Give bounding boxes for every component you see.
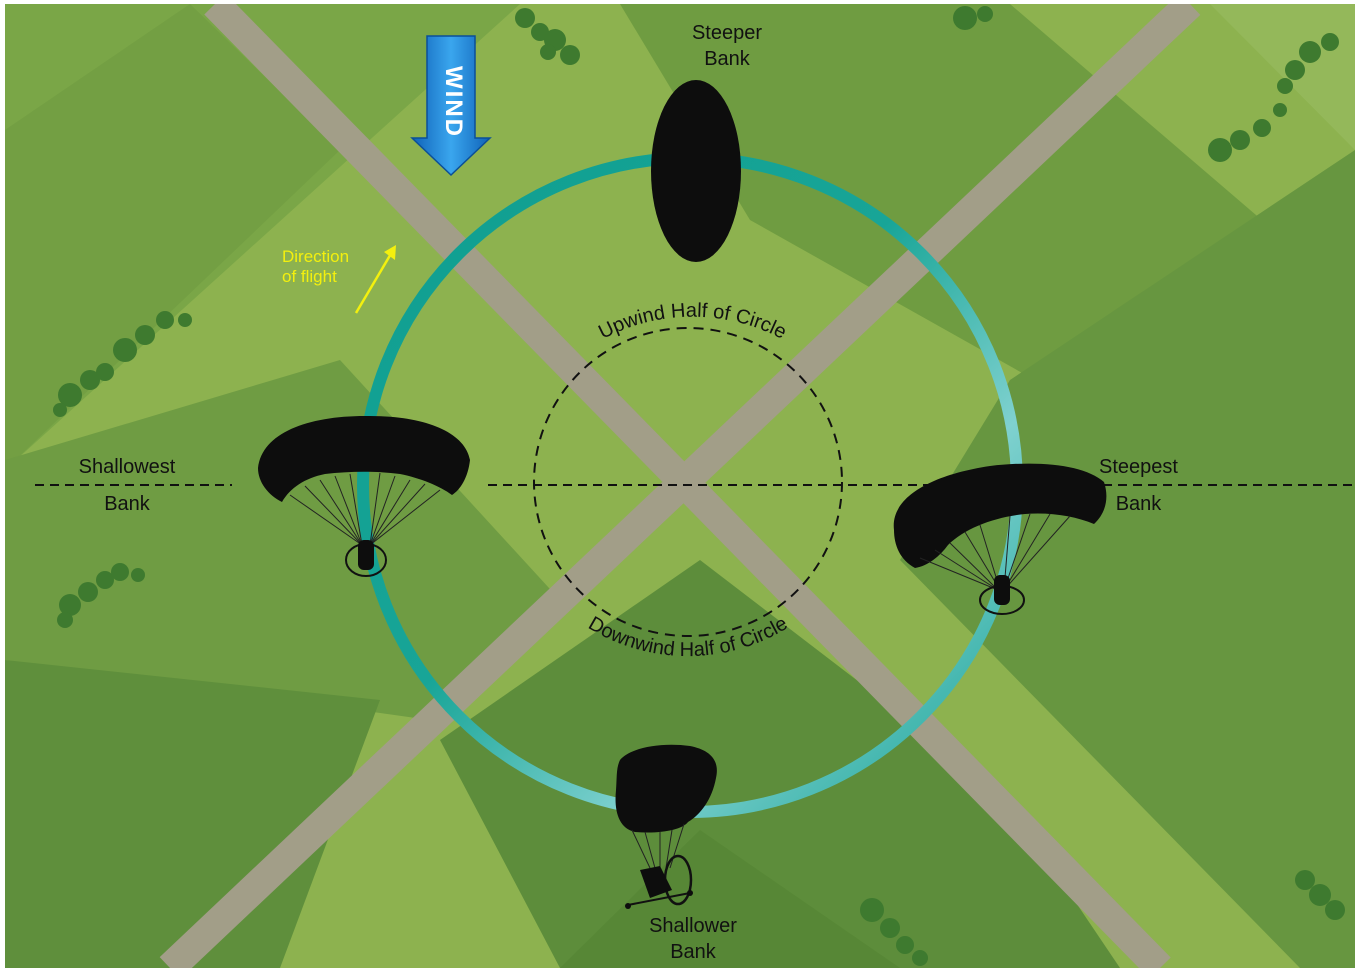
field-ne-corner (1210, 4, 1355, 150)
shallower-bank-paraglider-icon (615, 744, 717, 909)
field-nw-strip (5, 4, 340, 470)
shallowest-bank-line1: Shallowest (78, 456, 176, 478)
field-south-dark (560, 830, 900, 968)
shallowest-bank-line2: Bank (104, 493, 150, 515)
wind-label: WIND (440, 66, 467, 138)
shallower-bank-label: Shallower Bank (633, 913, 753, 965)
field-east (900, 150, 1355, 968)
steeper-bank-label: Steeper Bank (677, 20, 777, 72)
shallower-bank-line2: Bank (670, 941, 716, 963)
direction-of-flight-line2: of flight (282, 267, 337, 286)
steepest-bank-line1: Steepest (1099, 456, 1178, 478)
wind-arrow-icon: WIND (410, 35, 492, 177)
steepest-bank-paraglider-icon (893, 463, 1107, 615)
direction-of-flight-label: Direction of flight (282, 247, 349, 287)
direction-arrow-icon (354, 245, 396, 314)
field-sw (5, 660, 380, 968)
field-south (440, 560, 1120, 968)
shallowest-bank-paraglider-icon (258, 415, 470, 577)
steepest-bank-label: Steepest Bank (1081, 449, 1196, 523)
tree-clusters (53, 6, 1345, 966)
steeper-bank-line1: Steeper (691, 22, 763, 44)
road-ne-sw (159, 4, 1201, 968)
inner-dashed-circle (533, 327, 843, 637)
shallowest-bank-label: Shallowest Bank (62, 449, 192, 523)
steeper-bank-wing-icon (651, 80, 741, 262)
direction-of-flight-line1: Direction (282, 247, 350, 266)
shallower-bank-line1: Shallower (649, 915, 737, 937)
steeper-bank-line2: Bank (704, 48, 750, 70)
steepest-bank-line2: Bank (1115, 493, 1162, 515)
